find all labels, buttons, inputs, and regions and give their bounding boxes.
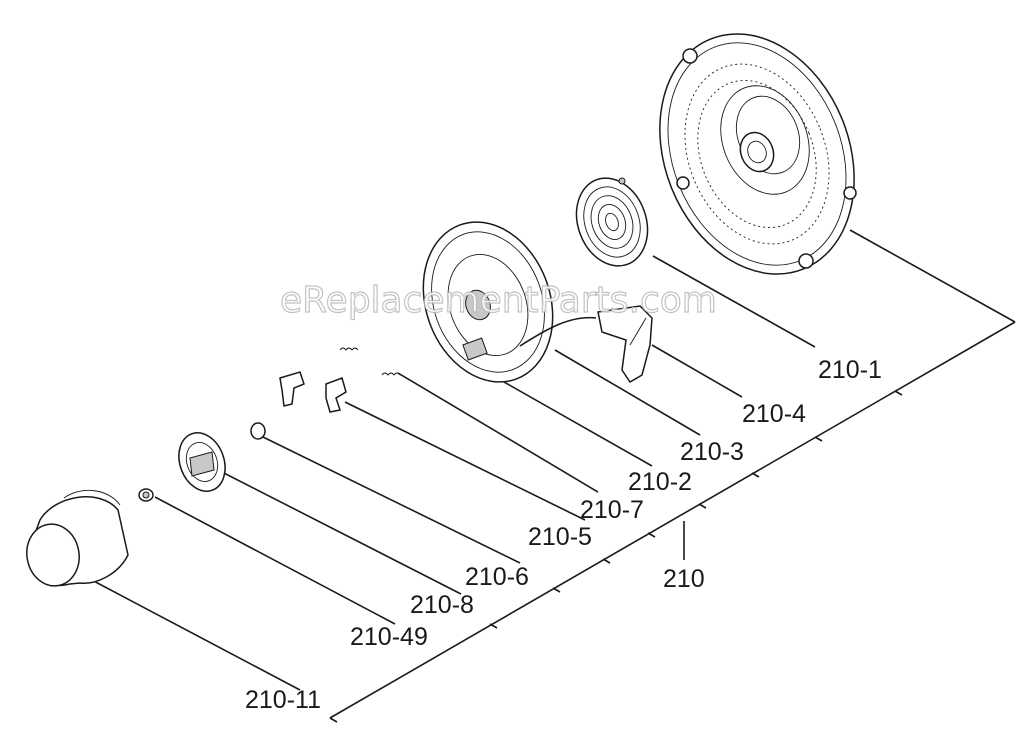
callout-210-8: 210-8 (410, 591, 474, 619)
callout-210-4: 210-4 (742, 400, 806, 428)
callout-210-2: 210-2 (628, 468, 692, 496)
part-210-11-cup (26, 489, 129, 587)
watermark-text: eReplacementParts.com (280, 280, 717, 321)
assembly-bracket (329, 321, 1016, 723)
leader-lines (87, 229, 1016, 691)
part-210-49-screw (138, 488, 154, 502)
part-210-2-pulley-reel (422, 221, 554, 383)
callout-210-5: 210-5 (528, 523, 592, 551)
part-210-3-starter-handle (519, 305, 653, 384)
callout-210-7: 210-7 (580, 496, 644, 524)
callout-210-1: 210-1 (818, 356, 882, 384)
callout-210-49: 210-49 (350, 623, 428, 651)
part-210-6-ball (250, 422, 266, 440)
part-210-1-starter-housing (659, 33, 857, 275)
callout-210-3: 210-3 (680, 438, 744, 466)
part-210-8-ratchet (178, 432, 226, 492)
part-210-7-spring (381, 372, 401, 376)
callout-210-11: 210-11 (245, 686, 321, 714)
part-small-spring-upper (339, 347, 359, 351)
part-210-5-pawl (279, 371, 347, 413)
callout-210: 210 (663, 565, 705, 593)
callout-210-6: 210-6 (465, 563, 529, 591)
part-210-4-recoil-spring (575, 177, 649, 267)
